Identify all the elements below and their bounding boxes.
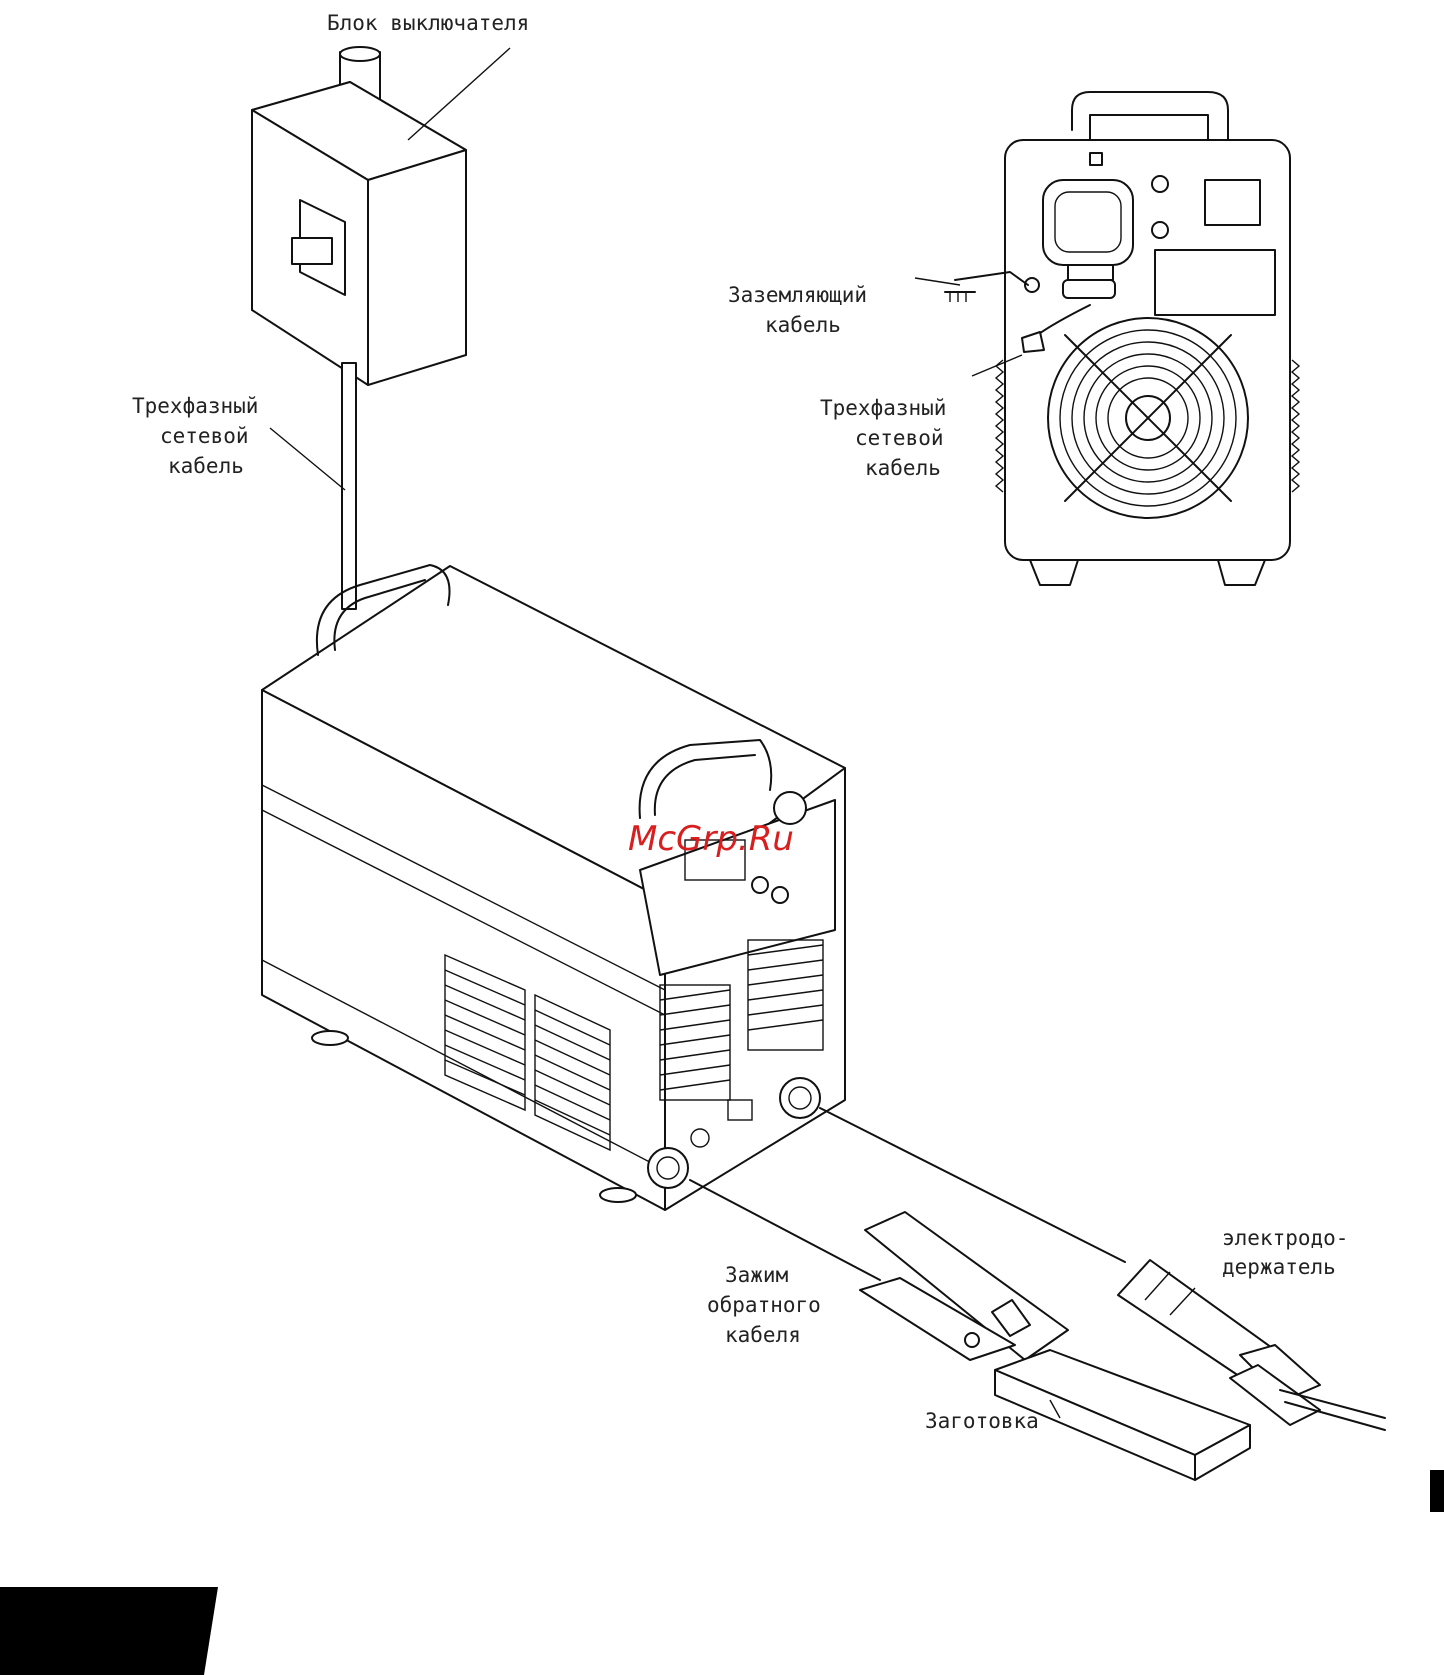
leader-switch-box [408, 48, 510, 140]
label-three-phase-right-line2: сетевой [855, 426, 944, 450]
label-return-clamp: Зажим обратного кабеля [707, 1263, 821, 1347]
right-edge-mark [1430, 1470, 1444, 1512]
label-electrode-holder-line2: держатель [1222, 1255, 1336, 1279]
switch-box [252, 47, 466, 609]
label-electrode-holder-line1: электродо- [1222, 1226, 1348, 1250]
label-three-phase-right: Трехфазный сетевой кабель [820, 396, 946, 480]
label-electrode-holder: электродо- держатель [1222, 1226, 1348, 1279]
watermark: McGrp.Ru [628, 819, 794, 859]
cooling-fan [1048, 318, 1248, 518]
label-ground-cable-line1: Заземляющий [728, 283, 867, 307]
electrode-cable [820, 1108, 1125, 1262]
label-three-phase-left-line1: Трехфазный [132, 394, 258, 418]
leader-three-phase-left [270, 428, 345, 490]
leader-ground-cable [915, 278, 960, 285]
label-three-phase-right-line3: кабель [865, 456, 941, 480]
label-return-clamp-line1: Зажим [725, 1263, 789, 1287]
corner-black-block [0, 1587, 218, 1675]
welding-machine [262, 565, 845, 1210]
label-three-phase-left: Трехфазный сетевой кабель [132, 394, 258, 478]
rear-panel [945, 92, 1299, 585]
label-workpiece: Заготовка [925, 1409, 1039, 1433]
label-ground-cable-line2: кабель [765, 313, 841, 337]
label-ground-cable: Заземляющий кабель [728, 283, 867, 337]
label-switch-box: Блок выключателя [327, 11, 529, 35]
label-three-phase-left-line2: сетевой [160, 424, 249, 448]
label-three-phase-left-line3: кабель [168, 454, 244, 478]
label-return-clamp-line3: кабеля [725, 1323, 801, 1347]
return-clamp [860, 1212, 1068, 1360]
label-return-clamp-line2: обратного [707, 1293, 821, 1317]
label-three-phase-right-line1: Трехфазный [820, 396, 946, 420]
